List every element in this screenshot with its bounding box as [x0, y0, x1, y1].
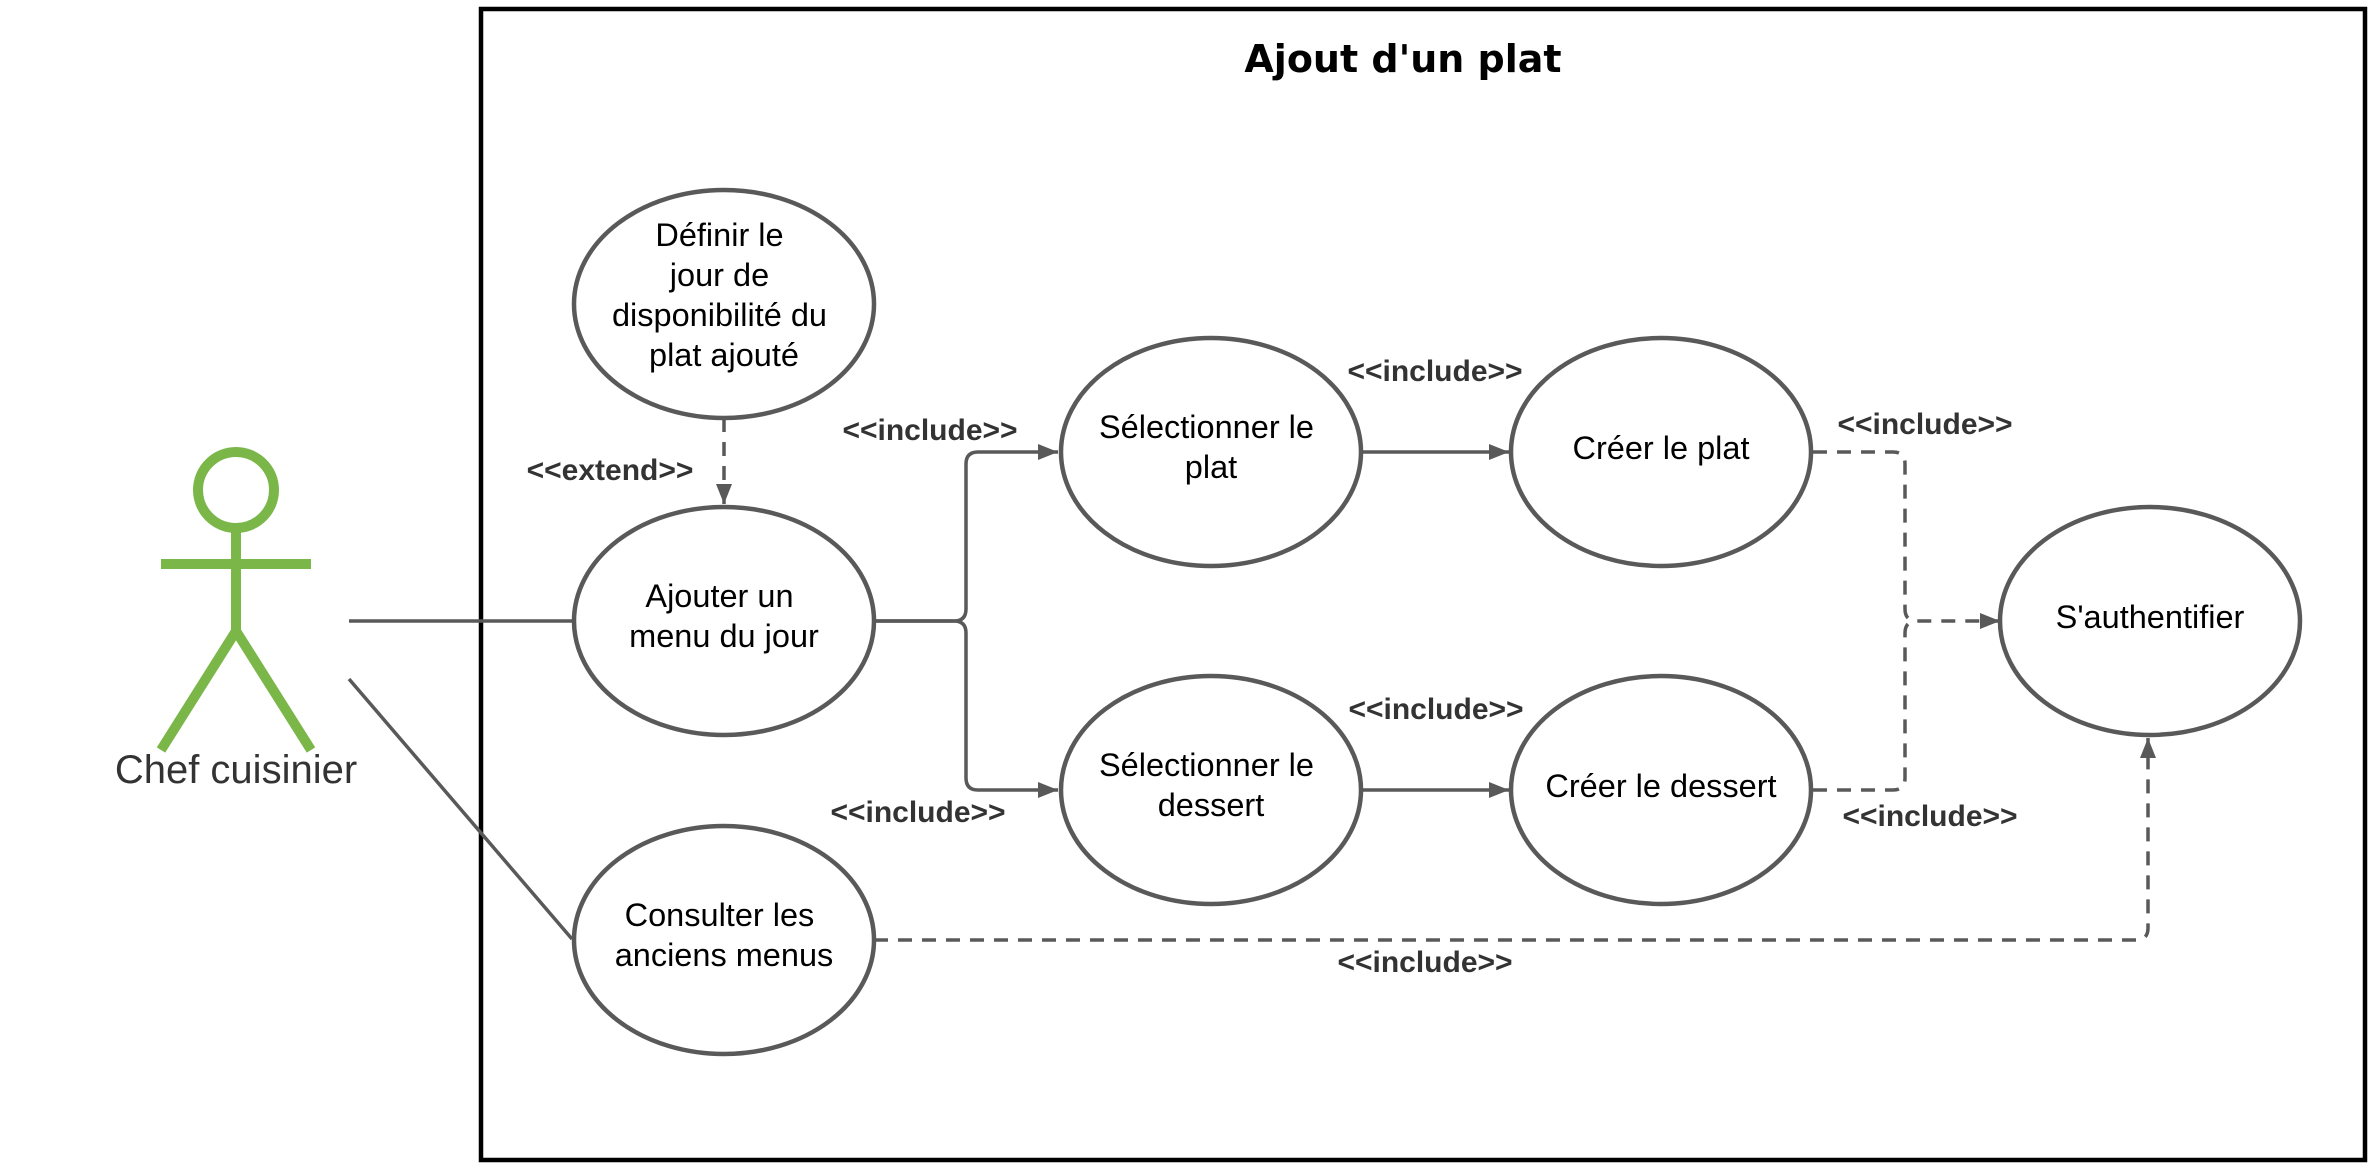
- use-case-label: Ajouter un menu du jour: [629, 578, 819, 654]
- use-case-label: Sélectionner le plat: [1099, 409, 1323, 485]
- use-case-ellipse: [1508, 335, 1814, 569]
- use-case-ellipse: [1508, 673, 1814, 907]
- include-label-selectionner-dessert: <<include>>: [830, 796, 1005, 829]
- use-case-creer-plat[interactable]: Créer le plat: [1508, 335, 1814, 569]
- label-line: dessert: [1158, 787, 1265, 823]
- include-connector-auth-dessert: [1813, 619, 1918, 792]
- label-line: Créer le dessert: [1545, 768, 1776, 804]
- use-case-label: Définir le jour de disponibilité du plat…: [612, 217, 836, 373]
- label-line: menu du jour: [629, 618, 819, 654]
- actor-right-leg: [231, 628, 316, 753]
- include-connector-auth-consulter: [874, 738, 2156, 942]
- use-case-selectionner-dessert[interactable]: Sélectionner le dessert: [1058, 673, 1364, 907]
- label-line: Sélectionner le: [1099, 747, 1314, 783]
- use-case-authentifier[interactable]: S'authentifier: [1997, 504, 2303, 738]
- label-line: disponibilité du: [612, 297, 827, 333]
- use-case-label: S'authentifier: [2056, 599, 2245, 635]
- use-case-selectionner-plat[interactable]: Sélectionner le plat: [1058, 335, 1364, 569]
- label-line: jour de: [669, 257, 769, 293]
- use-case-ajouter-menu[interactable]: Ajouter un menu du jour: [571, 504, 877, 738]
- include-label-auth-consulter: <<include>>: [1337, 946, 1512, 979]
- include-connector-auth-plat: [1813, 450, 2000, 629]
- use-case-ellipse: [571, 504, 877, 738]
- extend-label: <<extend>>: [527, 454, 694, 487]
- include-label-auth-plat: <<include>>: [1837, 408, 2012, 441]
- label-line: anciens menus: [615, 937, 834, 973]
- use-case-definir-jour[interactable]: Définir le jour de disponibilité du plat…: [571, 187, 877, 421]
- include-label-auth-dessert: <<include>>: [1842, 800, 2017, 833]
- system-boundary: [478, 6, 2368, 1163]
- label-line: Définir le: [655, 217, 783, 253]
- label-line: plat: [1185, 449, 1237, 485]
- include-label-selectionner-plat: <<include>>: [842, 414, 1017, 447]
- actor-name: Chef cuisinier: [115, 748, 357, 792]
- association-consulter-menus: [347, 677, 574, 941]
- use-case-ellipse: [1058, 673, 1364, 907]
- use-case-creer-dessert[interactable]: Créer le dessert: [1508, 673, 1814, 907]
- include-connector-selectionner-dessert: [874, 619, 1058, 798]
- system-title: Ajout d'un plat: [1244, 37, 1561, 81]
- actor-chef-cuisinier[interactable]: Chef cuisinier: [115, 447, 357, 792]
- actor-left-leg: [156, 628, 241, 753]
- include-connector-selectionner-plat: [874, 444, 1058, 623]
- use-case-consulter-menus[interactable]: Consulter les anciens menus: [571, 823, 877, 1057]
- label-line: Ajouter un: [645, 578, 793, 614]
- label-line: Consulter les: [625, 897, 815, 933]
- use-case-label: Créer le plat: [1572, 430, 1749, 466]
- label-line: Sélectionner le: [1099, 409, 1314, 445]
- use-case-label: Consulter les anciens menus: [615, 897, 834, 973]
- use-case-ellipse: [1997, 504, 2303, 738]
- use-case-ellipse: [571, 823, 877, 1057]
- include-label-creer-plat: <<include>>: [1347, 355, 1522, 388]
- use-case-label: Créer le dessert: [1545, 768, 1776, 804]
- label-line: S'authentifier: [2056, 599, 2245, 635]
- actor-head: [193, 447, 279, 533]
- use-case-label: Sélectionner le dessert: [1099, 747, 1323, 823]
- use-case-ellipse: [571, 187, 877, 421]
- use-case-ellipse: [1058, 335, 1364, 569]
- label-line: Créer le plat: [1572, 430, 1749, 466]
- include-label-creer-dessert: <<include>>: [1348, 693, 1523, 726]
- label-line: plat ajouté: [649, 337, 799, 373]
